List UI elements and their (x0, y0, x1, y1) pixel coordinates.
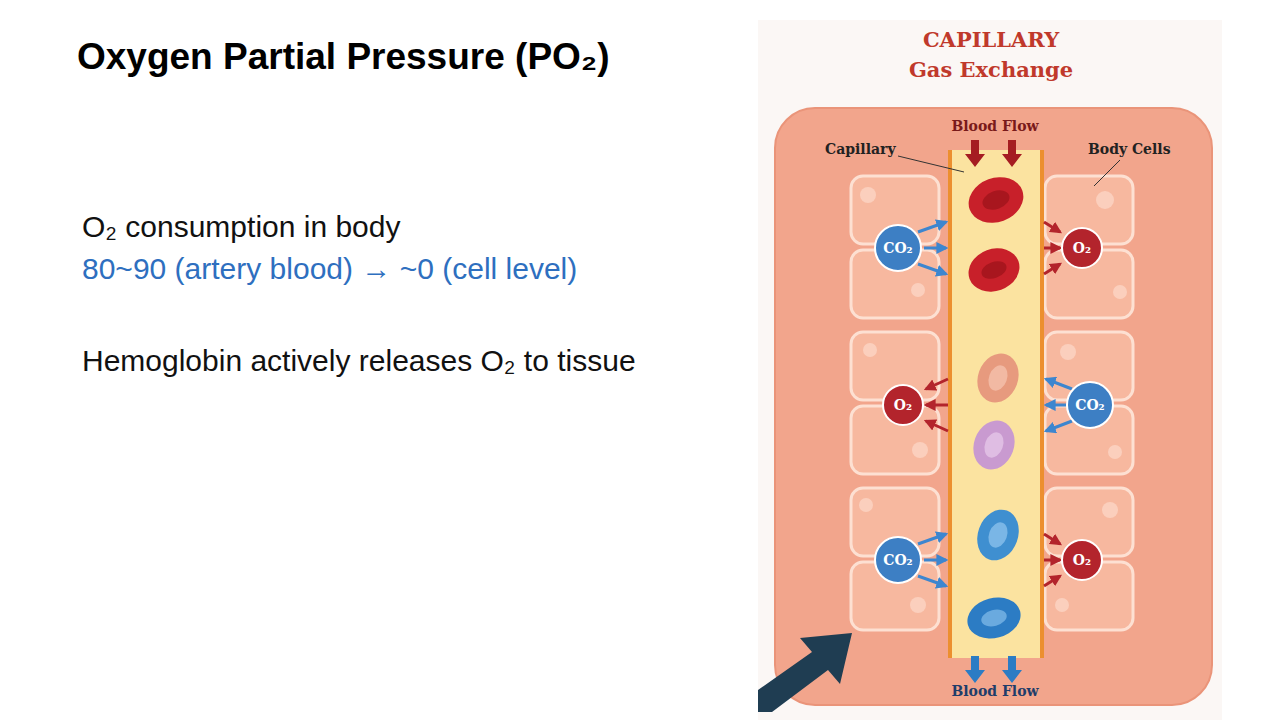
gas-circle: O₂ (1060, 538, 1104, 582)
vessel-wall (948, 150, 952, 658)
flow-label: Blood Flow (795, 118, 1195, 134)
vessel-wall (1040, 150, 1044, 658)
gas-circle: CO₂ (873, 535, 923, 585)
gas-symbol: O₂ (1060, 226, 1104, 270)
gas-symbol: CO₂ (873, 535, 923, 585)
tissue-background (775, 108, 1212, 705)
co2-arrows (918, 222, 1072, 586)
illustration-heading: Gas Exchange (791, 58, 1191, 82)
gas-circle: CO₂ (873, 223, 923, 273)
illustration-heading: CAPILLARY (791, 28, 1191, 52)
illustration-panel (758, 20, 1222, 720)
leader-line (898, 156, 964, 172)
o2-arrows (926, 222, 1060, 586)
flow-arrows (965, 140, 1022, 683)
body-text: O₂ consumption in body (82, 210, 401, 245)
leader-line (1094, 160, 1120, 186)
part-label: Capillary (825, 141, 896, 157)
cell-organelles (859, 187, 1127, 613)
gas-symbol: O₂ (881, 383, 925, 427)
gas-circle: O₂ (881, 383, 925, 427)
corner-arrow (758, 633, 852, 712)
body-text: Hemoglobin actively releases O₂ to tissu… (82, 344, 636, 379)
gas-symbol: CO₂ (1065, 380, 1115, 430)
gas-circle: CO₂ (1065, 380, 1115, 430)
flow-label: Blood Flow (795, 683, 1195, 699)
part-label: Body Cells (1088, 141, 1171, 157)
body-text: 80~90 (artery blood) → ~0 (cell level) (82, 252, 577, 287)
slide-title: Oxygen Partial Pressure (PO₂) (77, 36, 610, 79)
gas-symbol: CO₂ (873, 223, 923, 273)
gas-symbol: O₂ (1060, 538, 1104, 582)
red-blood-cells (962, 170, 1030, 645)
gas-circle: O₂ (1060, 226, 1104, 270)
capillary-vessel (950, 150, 1042, 658)
